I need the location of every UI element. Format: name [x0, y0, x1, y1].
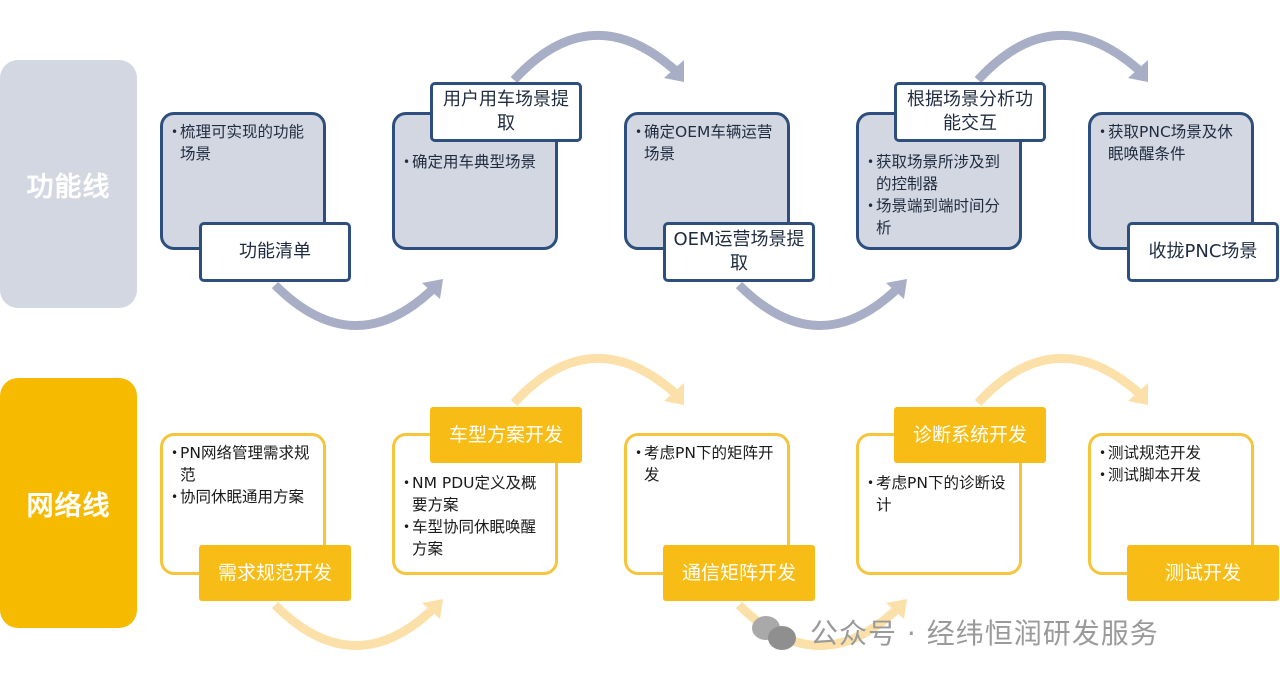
flow-arrow	[510, 30, 681, 84]
arrowhead-icon	[886, 599, 907, 619]
step-bullet: 考虑PN下的矩阵开发	[635, 442, 779, 486]
arrowhead-icon	[422, 599, 443, 619]
step-bullet: 获取PNC场景及休眠唤醒条件	[1099, 121, 1243, 165]
step-bullet: 车型协同休眠唤醒方案	[403, 516, 547, 560]
step-bullet: 场景端到端时间分析	[867, 195, 1011, 239]
arrowhead-icon	[1128, 60, 1148, 82]
step-output-box: 需求规范开发	[199, 545, 351, 601]
arrowhead-icon	[422, 279, 443, 299]
lane-label-function: 功能线	[0, 60, 137, 308]
step-bullet: PN网络管理需求规范	[171, 442, 315, 486]
arrowhead-icon	[1128, 383, 1148, 405]
flow-arrow	[271, 281, 439, 330]
arrowhead-icon	[664, 60, 684, 82]
flow-arrow	[271, 601, 439, 650]
step-box: 获取PNC场景及休眠唤醒条件	[1088, 112, 1254, 250]
step-output-box: 收拢PNC场景	[1127, 222, 1279, 282]
watermark-text: 公众号 · 经纬恒润研发服务	[810, 617, 1159, 650]
step-box: 考虑PN下的诊断设计	[856, 433, 1022, 575]
step-bullet: 确定用车典型场景	[403, 151, 547, 173]
step-output-box: 功能清单	[199, 222, 351, 282]
step-output-box: 车型方案开发	[430, 407, 582, 463]
flow-arrow	[735, 281, 903, 330]
arrowhead-icon	[886, 279, 907, 299]
step-bullet: 考虑PN下的诊断设计	[867, 472, 1011, 516]
step-bullet: 获取场景所涉及到的控制器	[867, 151, 1011, 195]
step-output-box: 用户用车场景提取	[430, 82, 582, 142]
step-bullet: 协同休眠通用方案	[171, 486, 315, 508]
arrowhead-icon	[664, 383, 684, 405]
step-output-box: 测试开发	[1127, 545, 1279, 601]
flow-arrow	[974, 30, 1145, 84]
flow-arrow	[510, 353, 681, 407]
step-output-box: 通信矩阵开发	[663, 545, 815, 601]
step-bullet: NM PDU定义及概要方案	[403, 472, 547, 516]
lane-label-network: 网络线	[0, 378, 137, 628]
wechat-icon	[752, 612, 798, 652]
step-bullet: 测试脚本开发	[1099, 464, 1243, 486]
step-output-box: 根据场景分析功能交互	[894, 82, 1046, 142]
step-bullet: 确定OEM车辆运营场景	[635, 121, 779, 165]
step-bullet: 测试规范开发	[1099, 442, 1243, 464]
step-output-box: OEM运营场景提取	[663, 222, 815, 282]
step-output-box: 诊断系统开发	[894, 407, 1046, 463]
flow-arrow	[974, 353, 1145, 407]
watermark: 公众号 · 经纬恒润研发服务	[752, 612, 1159, 652]
step-bullet: 梳理可实现的功能场景	[171, 121, 315, 165]
